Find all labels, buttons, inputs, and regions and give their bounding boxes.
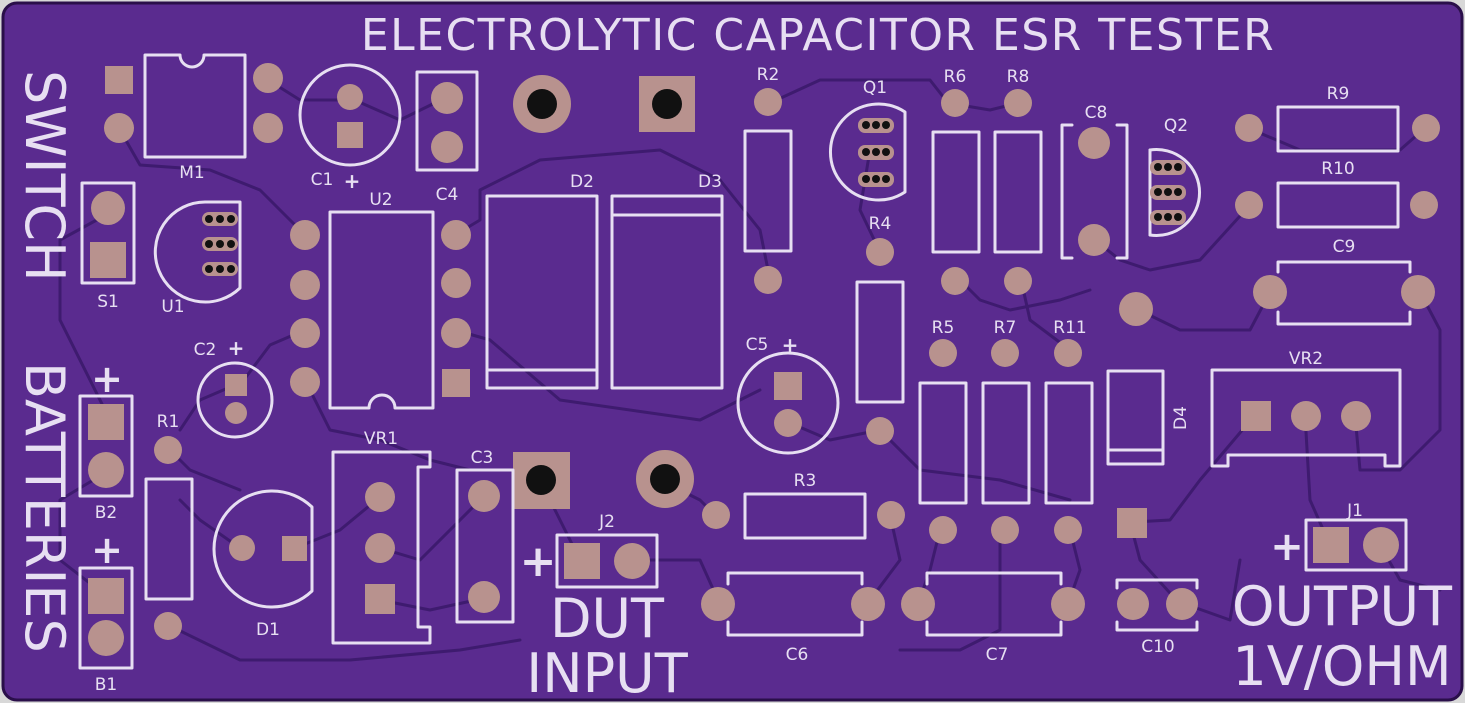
svg-text:J2: J2 — [598, 512, 615, 532]
component-r2: R2 — [743, 65, 793, 294]
scale-label: 1V/OHM — [1232, 635, 1451, 698]
board-title: ELECTROLYTIC CAPACITOR ESR TESTER — [361, 10, 1275, 61]
svg-text:R7: R7 — [994, 318, 1017, 338]
svg-text:U2: U2 — [369, 190, 392, 210]
component-r9: R9 — [1235, 84, 1440, 153]
component-r11: R11 — [1044, 318, 1094, 544]
via — [1119, 292, 1153, 326]
svg-text:C1: C1 — [311, 170, 334, 190]
component-r5: R5 — [918, 318, 968, 544]
component-c8: C8 — [1060, 103, 1129, 260]
svg-text:Q2: Q2 — [1164, 116, 1188, 136]
component-r10: R10 — [1235, 159, 1438, 229]
component-vr2: VR2 — [1210, 349, 1402, 468]
component-c7: C7 — [901, 571, 1085, 665]
svg-text:D3: D3 — [698, 172, 722, 192]
svg-text:D1: D1 — [256, 620, 280, 640]
component-d1: D1 — [212, 489, 314, 640]
svg-text:R8: R8 — [1007, 67, 1030, 87]
dut-label: DUT — [550, 587, 665, 650]
svg-text:R2: R2 — [757, 65, 780, 85]
svg-text:+: + — [520, 536, 557, 587]
component-c9: C9 — [1253, 237, 1435, 326]
svg-text:VR1: VR1 — [364, 429, 398, 449]
component-u1: U1 — [153, 200, 242, 317]
component-c2: C2 + — [194, 336, 274, 439]
svg-text:B1: B1 — [95, 675, 117, 695]
component-b2: + B2 — [78, 357, 134, 523]
svg-text:+: + — [344, 169, 361, 193]
component-d4: D4 — [1106, 369, 1191, 466]
component-r4: R4 — [855, 214, 905, 445]
connector-j1[interactable]: J1 + — [1270, 501, 1408, 572]
component-d2: D2 — [485, 172, 599, 390]
svg-text:S1: S1 — [97, 292, 119, 312]
svg-text:C2: C2 — [194, 340, 217, 360]
connector-j2[interactable]: J2 + — [520, 512, 659, 589]
svg-text:+: + — [91, 528, 123, 572]
svg-text:R4: R4 — [869, 214, 892, 234]
via — [1117, 508, 1147, 538]
svg-text:Q1: Q1 — [863, 78, 887, 98]
component-c10: C10 — [1115, 578, 1199, 657]
svg-text:C10: C10 — [1141, 637, 1175, 657]
component-b1: + B1 — [78, 528, 134, 695]
component-r3: R3 — [702, 471, 905, 540]
component-c3: C3 — [455, 448, 515, 624]
component-c4: C4 — [415, 70, 479, 205]
component-s1: S1 — [80, 181, 136, 312]
svg-text:R9: R9 — [1327, 84, 1350, 104]
svg-text:C5: C5 — [746, 335, 769, 355]
svg-text:R5: R5 — [932, 318, 955, 338]
svg-text:+: + — [782, 333, 799, 357]
svg-text:R3: R3 — [794, 471, 817, 491]
component-c5: C5 + — [736, 333, 840, 455]
switch-label: SWITCH — [13, 70, 76, 282]
svg-text:M1: M1 — [179, 163, 204, 183]
component-q1: Q1 — [828, 78, 907, 202]
svg-text:+: + — [228, 336, 245, 360]
svg-text:D4: D4 — [1171, 406, 1191, 430]
component-r1: R1 — [144, 412, 194, 640]
svg-text:C6: C6 — [786, 645, 809, 665]
component-r8: R8 — [993, 67, 1043, 295]
svg-text:C7: C7 — [986, 645, 1009, 665]
component-c1: C1 + — [298, 63, 402, 193]
svg-text:U1: U1 — [161, 297, 184, 317]
component-c6: C6 — [701, 571, 885, 665]
component-m1: M1 — [104, 53, 283, 183]
input-label: INPUT — [526, 642, 688, 703]
output-label: OUTPUT — [1232, 575, 1453, 638]
svg-text:C8: C8 — [1085, 103, 1108, 123]
svg-text:C9: C9 — [1333, 237, 1356, 257]
svg-text:J1: J1 — [1346, 501, 1363, 521]
component-r7: R7 — [981, 318, 1031, 544]
svg-text:R1: R1 — [157, 412, 180, 432]
component-vr1: VR1 — [331, 429, 432, 645]
svg-text:C4: C4 — [436, 185, 459, 205]
svg-text:+: + — [1270, 524, 1304, 570]
svg-text:+: + — [91, 357, 123, 401]
mounting-holes — [513, 75, 695, 509]
component-q2: Q2 — [1148, 116, 1202, 237]
component-r6: R6 — [931, 67, 981, 295]
svg-text:R11: R11 — [1053, 318, 1086, 338]
svg-text:D2: D2 — [570, 172, 594, 192]
svg-text:R10: R10 — [1321, 159, 1354, 179]
svg-text:R6: R6 — [944, 67, 967, 87]
svg-text:B2: B2 — [95, 503, 117, 523]
batteries-label: BATTERIES — [13, 362, 76, 653]
svg-text:C3: C3 — [471, 448, 494, 468]
component-u2: U2 — [290, 190, 471, 410]
component-d3: D3 — [610, 172, 724, 390]
svg-text:VR2: VR2 — [1289, 349, 1323, 369]
